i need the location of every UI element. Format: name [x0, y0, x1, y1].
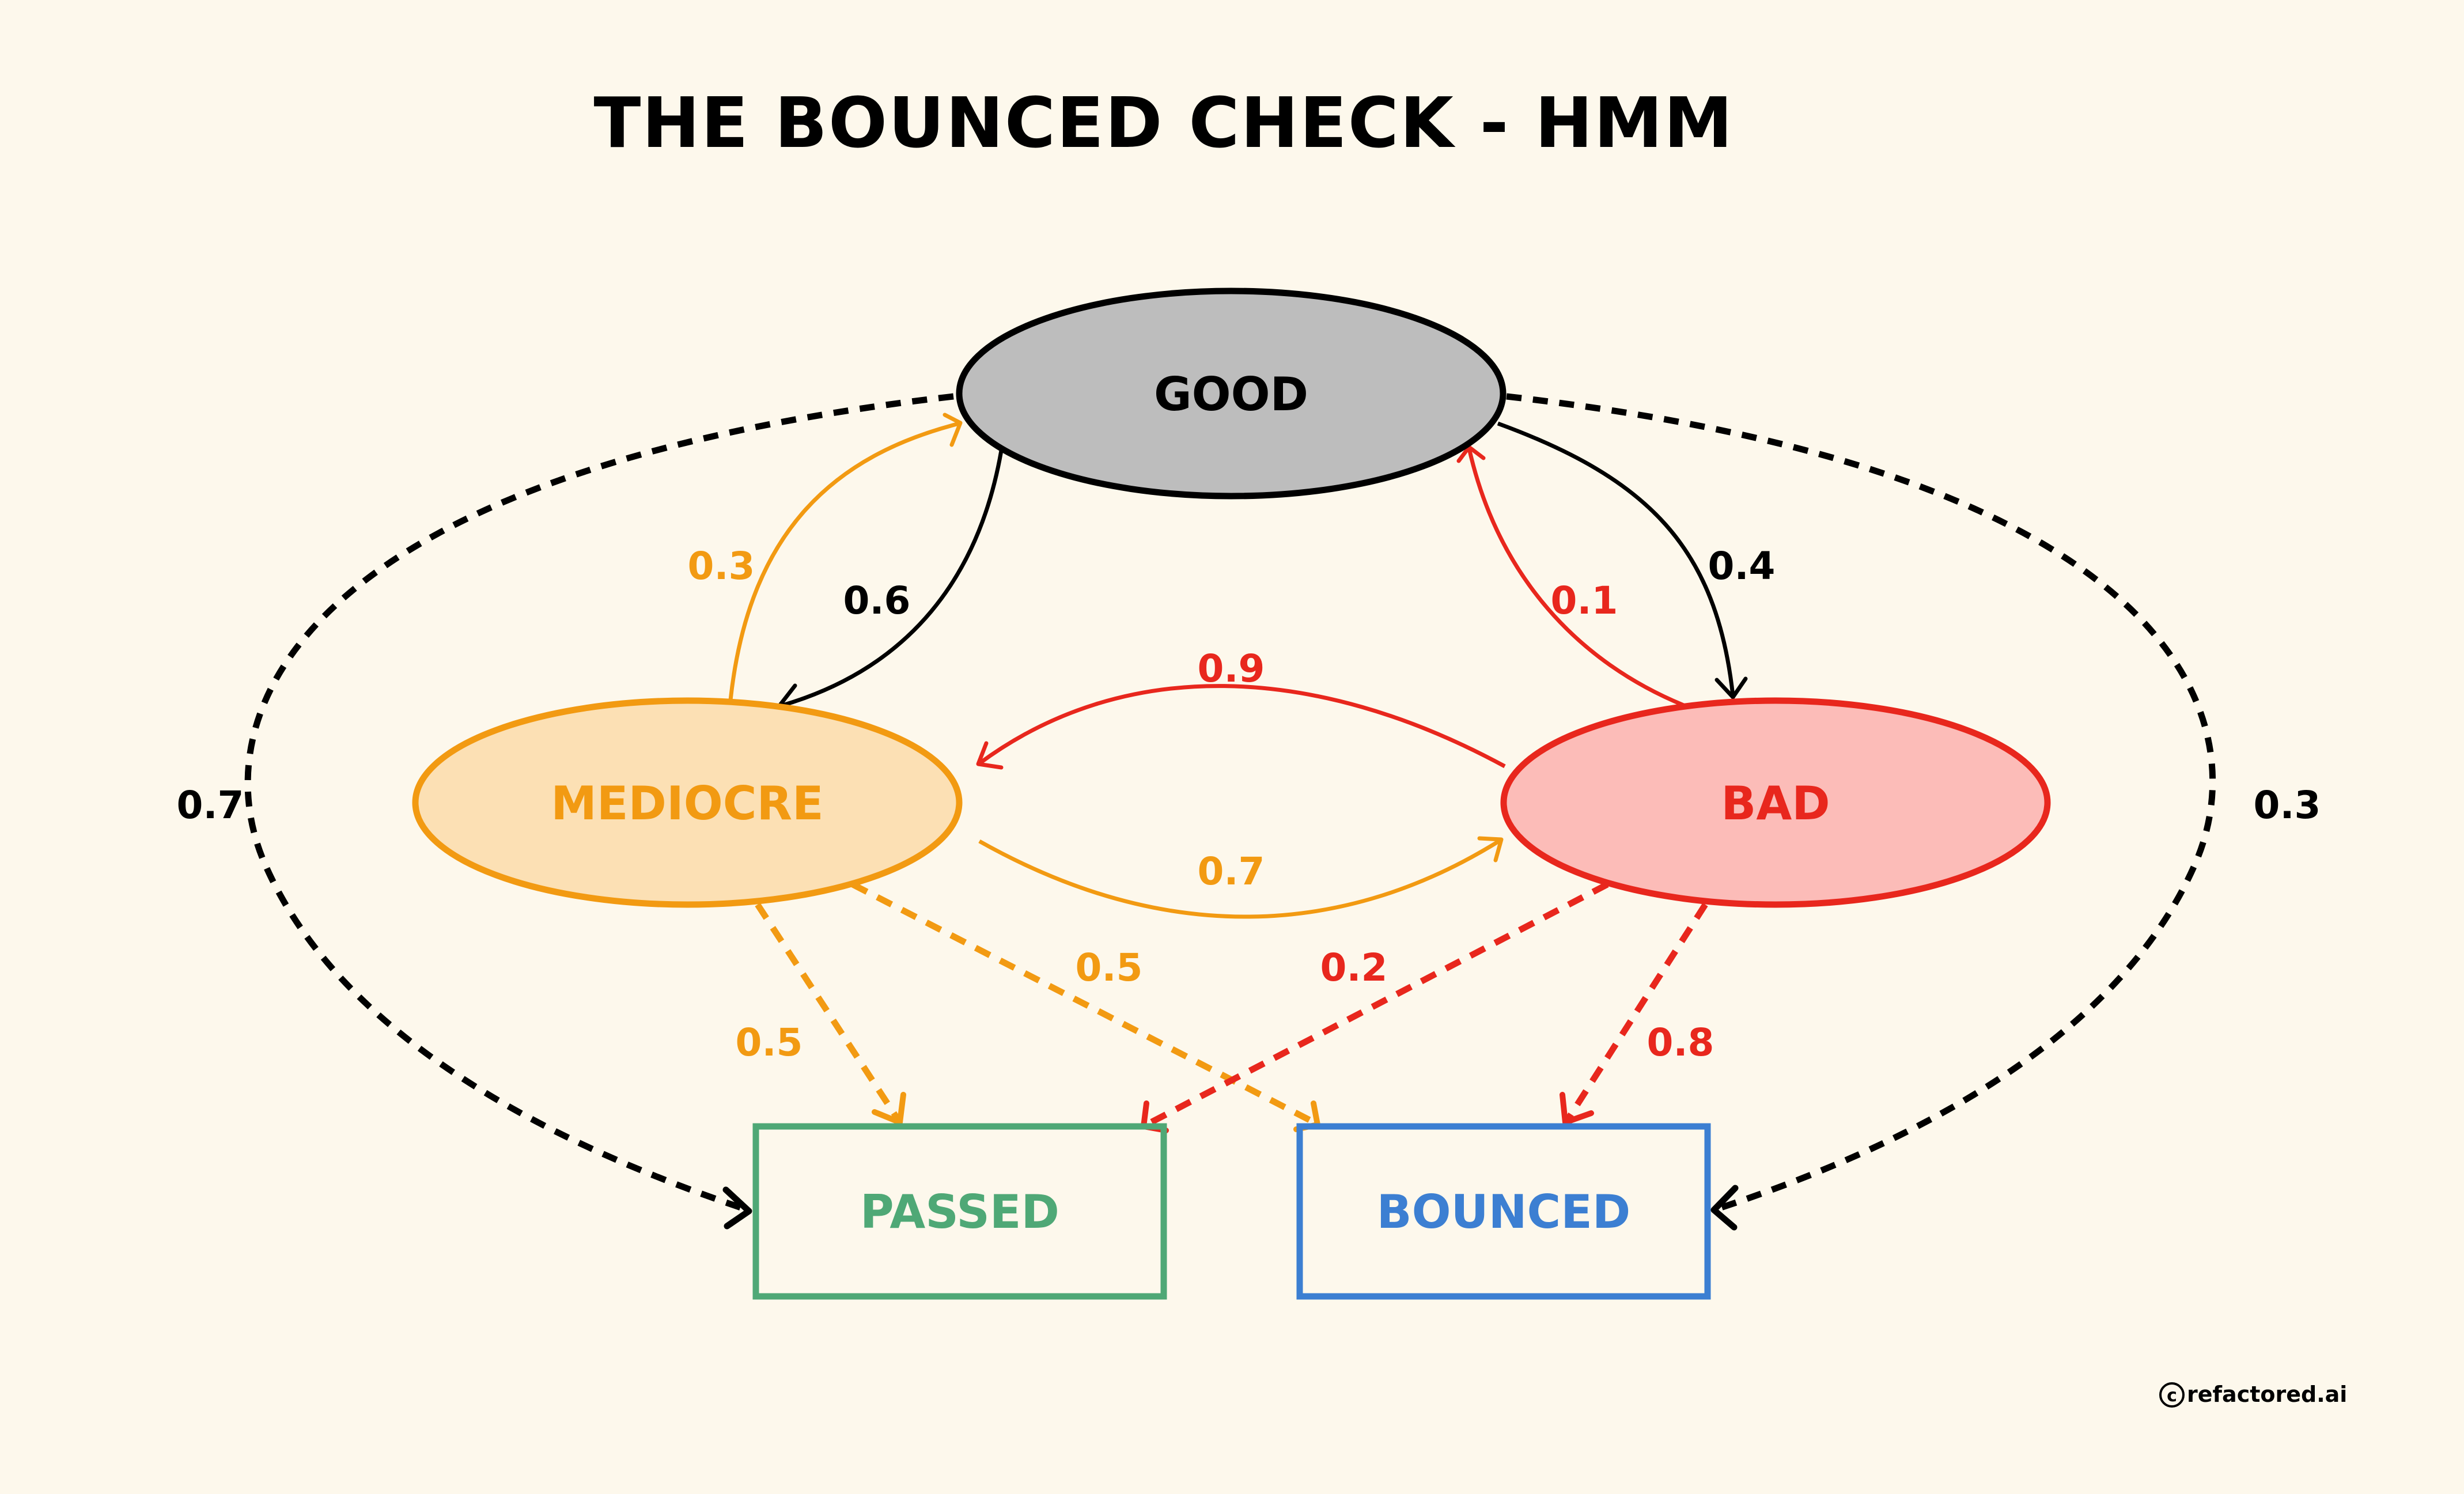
state-bad-label: BAD: [1721, 777, 1830, 830]
state-mediocre-label: MEDIOCRE: [551, 777, 823, 830]
state-bad: BAD: [1500, 697, 2051, 908]
state-mediocre: MEDIOCRE: [412, 697, 963, 908]
state-good-label: GOOD: [1154, 368, 1308, 421]
edge-bad-mediocre: [978, 684, 1506, 769]
arrowhead-good-passed: [722, 1186, 752, 1230]
edge-mediocre-bounced: [851, 882, 1318, 1126]
arrowhead-mediocre-passed: [872, 1092, 906, 1125]
diagram-title: THE BOUNCED CHECK - HMM: [594, 84, 1734, 164]
label-mediocre-bounced: 0.5: [1076, 945, 1143, 990]
arrowhead-bad-bounced: [1560, 1092, 1594, 1125]
label-mediocre-passed: 0.5: [736, 1020, 803, 1065]
observation-passed: PASSED: [752, 1123, 1167, 1300]
label-good-mediocre: 0.6: [843, 578, 911, 623]
label-good-bounced: 0.3: [2254, 783, 2321, 827]
label-bad-bounced: 0.8: [1647, 1020, 1714, 1065]
observation-bounced: BOUNCED: [1296, 1123, 1711, 1300]
edge-good-mediocre: [780, 450, 1004, 708]
copyright-mark: c refactored.ai: [2159, 1382, 2347, 1408]
label-mediocre-bad: 0.7: [1198, 849, 1265, 894]
edge-good-bad: [1497, 421, 1735, 697]
label-bad-good: 0.1: [1551, 578, 1618, 623]
observation-passed-label: PASSED: [860, 1185, 1059, 1239]
copyright-symbol: c: [2167, 1386, 2177, 1406]
edge-bad-passed: [1145, 882, 1609, 1128]
edge-bad-bounced: [1564, 903, 1708, 1122]
copyright-text: refactored.ai: [2187, 1382, 2347, 1407]
label-bad-mediocre: 0.9: [1198, 646, 1265, 691]
edge-mediocre-good: [728, 421, 960, 701]
arrowhead-good-bad: [1714, 676, 1748, 699]
arrowhead-mediocre-good: [943, 413, 963, 447]
label-mediocre-good: 0.3: [688, 544, 755, 588]
edge-mediocre-bad: [978, 838, 1502, 919]
edge-good-bounced: [1506, 393, 2216, 1213]
arrowhead-bad-good: [1456, 445, 1486, 463]
observation-bounced-label: BOUNCED: [1377, 1185, 1631, 1239]
edge-bad-good: [1467, 448, 1686, 708]
state-good: GOOD: [956, 288, 1507, 500]
label-bad-passed: 0.2: [1320, 945, 1388, 990]
label-good-passed: 0.7: [177, 783, 244, 827]
arrowhead-good-bounced: [1710, 1185, 1739, 1231]
arrowhead-bad-mediocre: [976, 741, 1004, 770]
edge-good-passed: [244, 393, 954, 1213]
label-good-bad: 0.4: [1708, 544, 1776, 588]
copyright-circle-icon: [2159, 1382, 2185, 1408]
edge-mediocre-passed: [755, 902, 902, 1123]
arrowhead-mediocre-bad: [1477, 836, 1504, 863]
